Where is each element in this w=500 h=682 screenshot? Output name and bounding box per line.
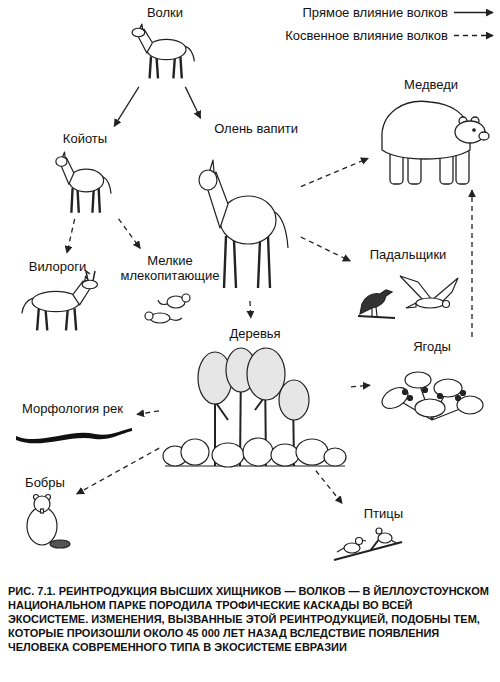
- direct-influence-arrow: [114, 87, 139, 126]
- trees-figure-part: [279, 380, 309, 420]
- indirect-influence-arrow: [301, 237, 350, 261]
- trees-figure-part: [296, 439, 328, 465]
- node-label: Вилороги: [27, 259, 88, 274]
- node-label: Ягоды: [411, 339, 453, 354]
- node-label: Медведи: [402, 77, 460, 92]
- berries-node: Ягоды: [372, 338, 492, 422]
- wolf-figure: [132, 24, 194, 78]
- legend-line: [454, 35, 493, 36]
- figure-caption: РИС. 7.1. РЕИНТРОДУКЦИЯ ВЫСШИХ ХИЩНИКОВ …: [8, 584, 492, 654]
- berries-figure-part: [415, 399, 445, 417]
- scavengers-figure-part: [443, 301, 450, 308]
- trees-figure-part: [243, 438, 273, 466]
- node-label: Птицы: [362, 506, 405, 521]
- beaver-figure-part: [50, 540, 70, 548]
- small-mammals-node: Мелкие млекопитающие: [115, 250, 225, 328]
- trees-figure-part: [247, 348, 285, 400]
- berries-figure: [378, 372, 483, 420]
- trees-figure: [163, 348, 346, 467]
- birds-figure-part: [356, 538, 363, 545]
- birds-figure-part: [378, 533, 392, 543]
- beaver-figure: [27, 495, 70, 549]
- beaver-figure-part: [27, 507, 57, 545]
- small-mammals-figure-part: [182, 294, 190, 302]
- indirect-influence-arrow: [316, 471, 342, 504]
- small-mammals-figure-part: [170, 318, 182, 320]
- small-mammals-figure: [145, 294, 190, 323]
- river-figure: [16, 428, 132, 443]
- node-label: Падальщики: [368, 247, 449, 262]
- trees-figure-part: [181, 439, 209, 465]
- birds-figure: [334, 528, 402, 560]
- node-label: Волки: [145, 5, 185, 20]
- berries-figure-part: [405, 372, 431, 388]
- wolves-node: Волки: [125, 4, 205, 86]
- legend-text: Косвенное влияние волков: [285, 28, 448, 43]
- scavengers-figure-part: [416, 298, 444, 308]
- berries-figure-part: [438, 394, 443, 399]
- bear-figure: [382, 101, 489, 184]
- beaver-figure-part: [34, 496, 50, 512]
- node-label: Морфология рек: [20, 401, 125, 416]
- bear-figure-part: [473, 129, 475, 131]
- bear-figure-part: [455, 121, 485, 143]
- trees-figure-part: [324, 448, 346, 466]
- trees-figure-part: [212, 443, 244, 467]
- beaver-figure-part: [41, 509, 44, 513]
- small-mammals-figure-part: [145, 312, 153, 320]
- trees-figure-part: [271, 444, 299, 466]
- berries-figure-part: [456, 396, 461, 401]
- indirect-influence-arrow: [119, 219, 141, 249]
- berries-figure-part: [378, 383, 411, 413]
- pronghorn-figure: [22, 276, 98, 330]
- node-label: Олень вапити: [212, 121, 300, 136]
- scavengers-node: Падальщики: [352, 246, 464, 332]
- node-label: Деревья: [227, 326, 282, 341]
- pronghorns-node: Вилороги: [10, 255, 105, 335]
- indirect-influence-arrow: [301, 158, 368, 186]
- trees-node: Деревья: [160, 320, 350, 470]
- scavengers-figure-part: [360, 290, 392, 314]
- node-label: Койоты: [61, 131, 109, 146]
- birds-figure-part: [334, 538, 402, 560]
- berries-figure-part: [423, 388, 428, 393]
- berries-figure-part: [403, 390, 408, 395]
- indirect-influence-arrow: [249, 301, 251, 318]
- coyote-figure: [56, 152, 111, 213]
- legend-text: Прямое влияние волков: [302, 5, 448, 20]
- indirect-influence-arrow: [471, 190, 472, 337]
- direct-influence-arrow: [185, 87, 200, 118]
- river-morphology-node: Морфология рек: [10, 400, 135, 450]
- pronghorn-horns: [86, 271, 95, 281]
- indirect-influence-arrow: [351, 385, 370, 387]
- berries-figure-part: [408, 396, 413, 401]
- coyotes-node: Койоты: [50, 128, 120, 218]
- indirect-influence-arrow: [137, 411, 159, 415]
- birds-node: Птицы: [330, 505, 405, 565]
- birds-figure-part: [376, 528, 382, 534]
- indirect-influence-arrow: [77, 448, 159, 494]
- small-mammals-figure-part: [158, 300, 167, 305]
- berries-figure-part: [461, 391, 466, 396]
- node-label: Бобры: [23, 475, 67, 490]
- scavengers-figure: [358, 276, 458, 318]
- scavengers-figure-part: [406, 303, 416, 308]
- bears-node: Медведи: [370, 76, 492, 188]
- beavers-node: Бобры: [15, 474, 75, 549]
- scavengers-figure-part: [400, 276, 432, 301]
- birds-figure-part: [391, 540, 398, 544]
- bear-figure-part: [479, 132, 489, 140]
- legend-line: [454, 12, 493, 13]
- node-label: Мелкие млекопитающие: [115, 253, 225, 283]
- indirect-influence-arrow: [67, 219, 75, 253]
- scavengers-figure-part: [358, 316, 395, 318]
